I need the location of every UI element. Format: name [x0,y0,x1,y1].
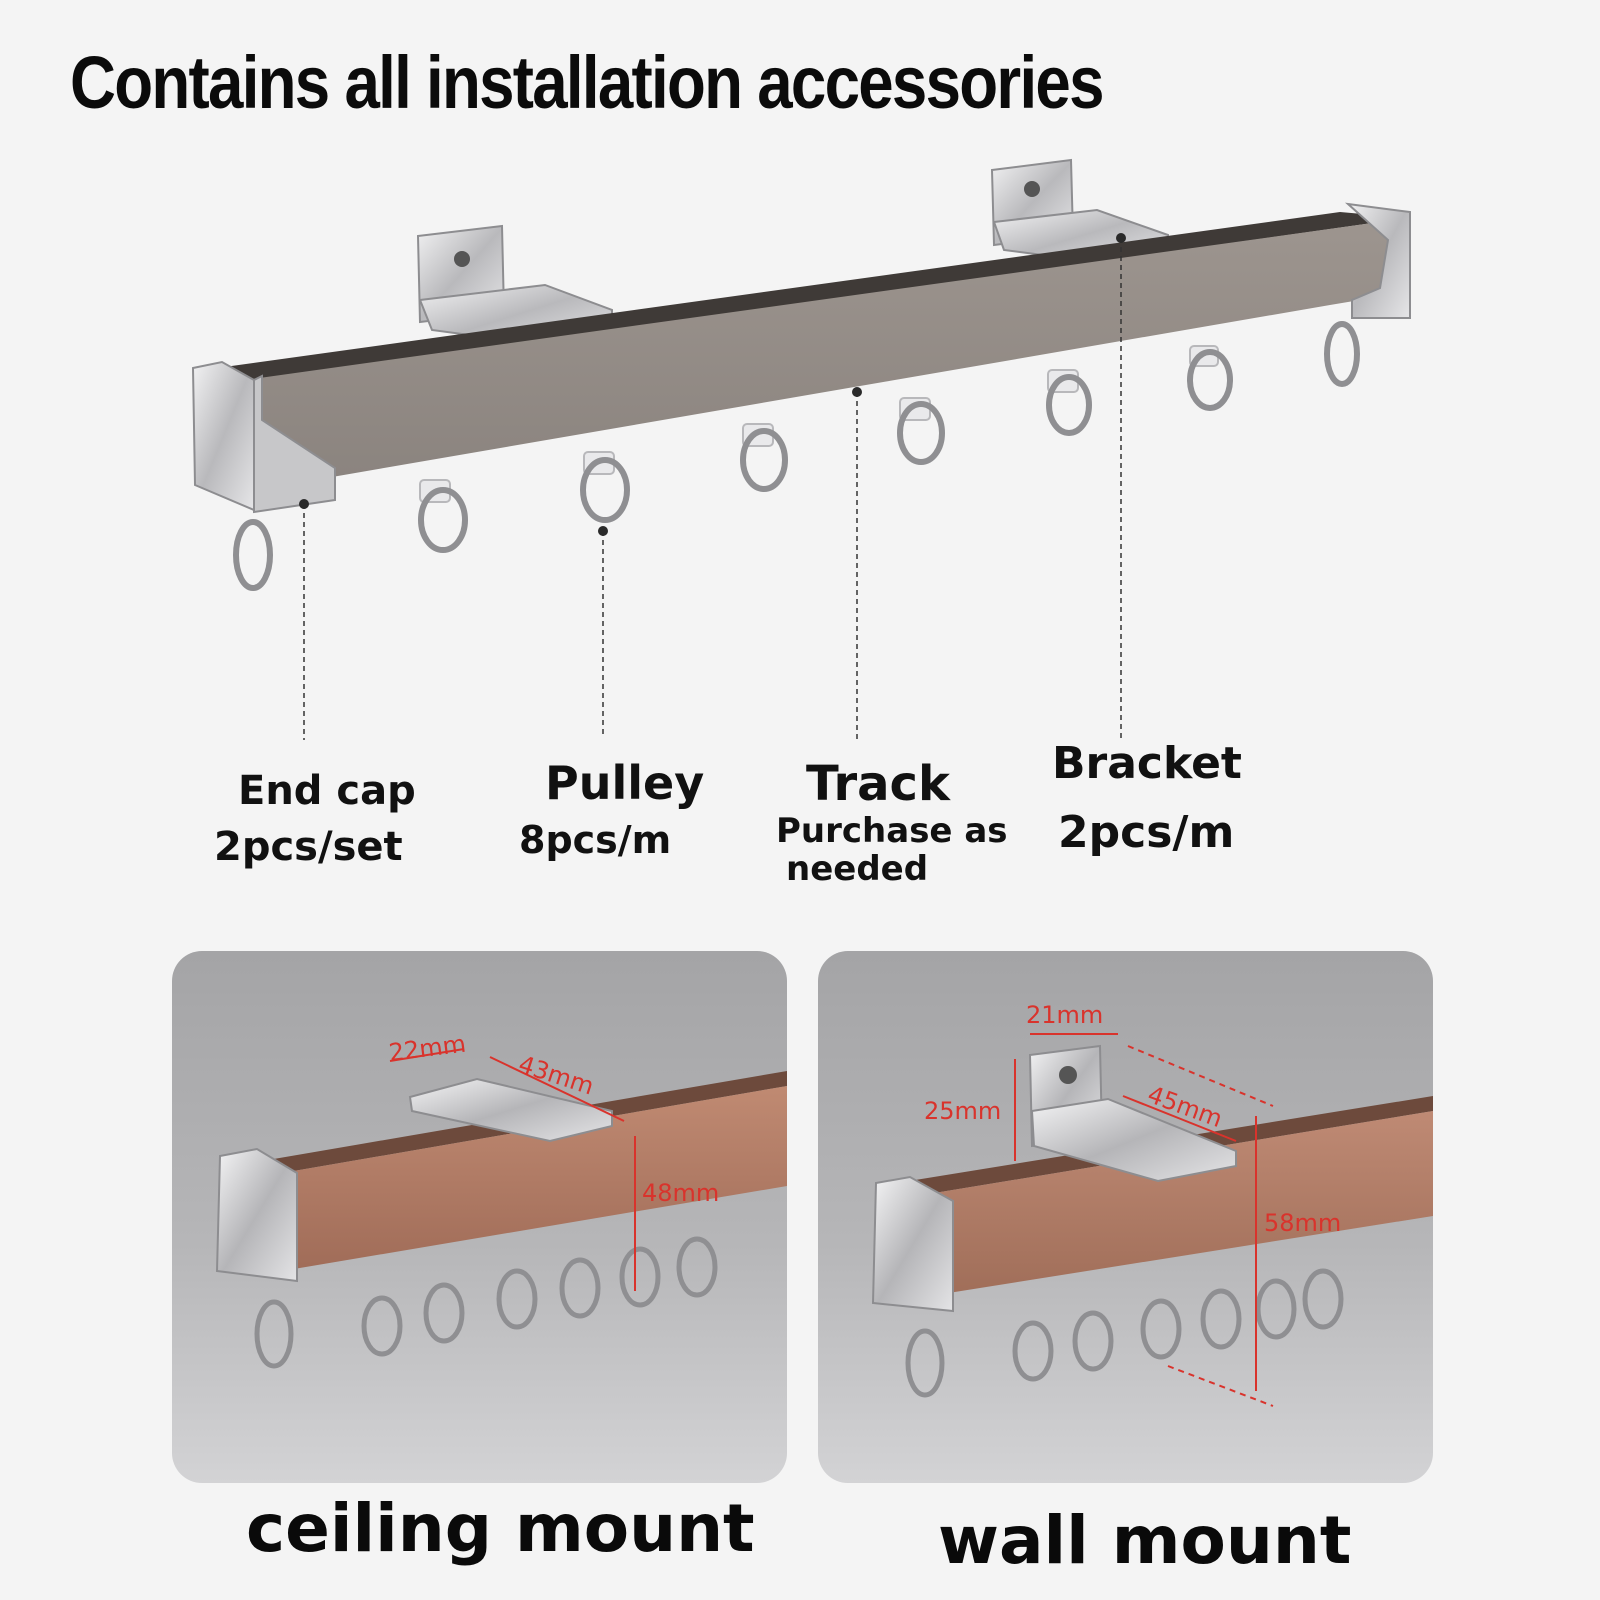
track-detail-1: Purchase as [776,811,1008,851]
track-body [245,218,1408,492]
wall-bracket [1028,1044,1237,1183]
wall-end-cap [871,1175,954,1398]
end-cap-right [1324,202,1411,387]
wall-dim-height: 58mm [1264,1209,1341,1237]
track-detail-2: needed [786,849,929,889]
ceiling-track-body [282,1086,787,1271]
ceiling-end-cap [215,1147,298,1369]
ceiling-dim-height: 48mm [642,1179,719,1207]
wall-dim-bracket-height: 25mm [924,1097,1001,1125]
wall-mount-panel: 21mm 25mm 45mm 58mm [818,951,1433,1483]
pulleys [418,345,1233,553]
wall-dim-width: 21mm [1026,1001,1103,1029]
end-cap-name: End cap [238,768,416,814]
label-bracket: Bracket 2pcs/m [1052,738,1242,858]
label-pulley: Pulley 8pcs/m [519,756,705,862]
end-cap-detail: 2pcs/set [214,824,403,870]
callout-dots [299,233,1126,536]
ceiling-dim-width: 22mm [387,1030,467,1067]
track-name: Track [806,756,950,812]
pulley-detail: 8pcs/m [519,818,672,862]
pulley-name: Pulley [545,756,705,810]
label-track: Track Purchase as needed [776,756,1008,888]
wall-dimension-lines [1014,1033,1274,1407]
caption-wall-mount: wall mount [938,1502,1352,1579]
track-groove [217,212,1408,382]
headline: Contains all installation accessories [70,41,1105,124]
track-illustration [191,158,1411,740]
wall-track-body [898,1111,1433,1301]
callout-lines [303,238,1122,740]
end-cap-left [191,360,336,591]
wall-pulleys [1012,1268,1344,1382]
bracket-name: Bracket [1052,738,1242,789]
label-end-cap: End cap 2pcs/set [214,768,416,870]
ceiling-bracket [408,1077,613,1143]
caption-ceiling-mount: ceiling mount [246,1490,755,1567]
ceiling-pulleys [361,1236,718,1357]
bracket-detail: 2pcs/m [1058,807,1235,858]
bracket-right [990,158,1169,264]
ceiling-dimension-lines [389,1048,636,1291]
ceiling-mount-panel: 22mm 43mm 48mm [172,951,787,1483]
